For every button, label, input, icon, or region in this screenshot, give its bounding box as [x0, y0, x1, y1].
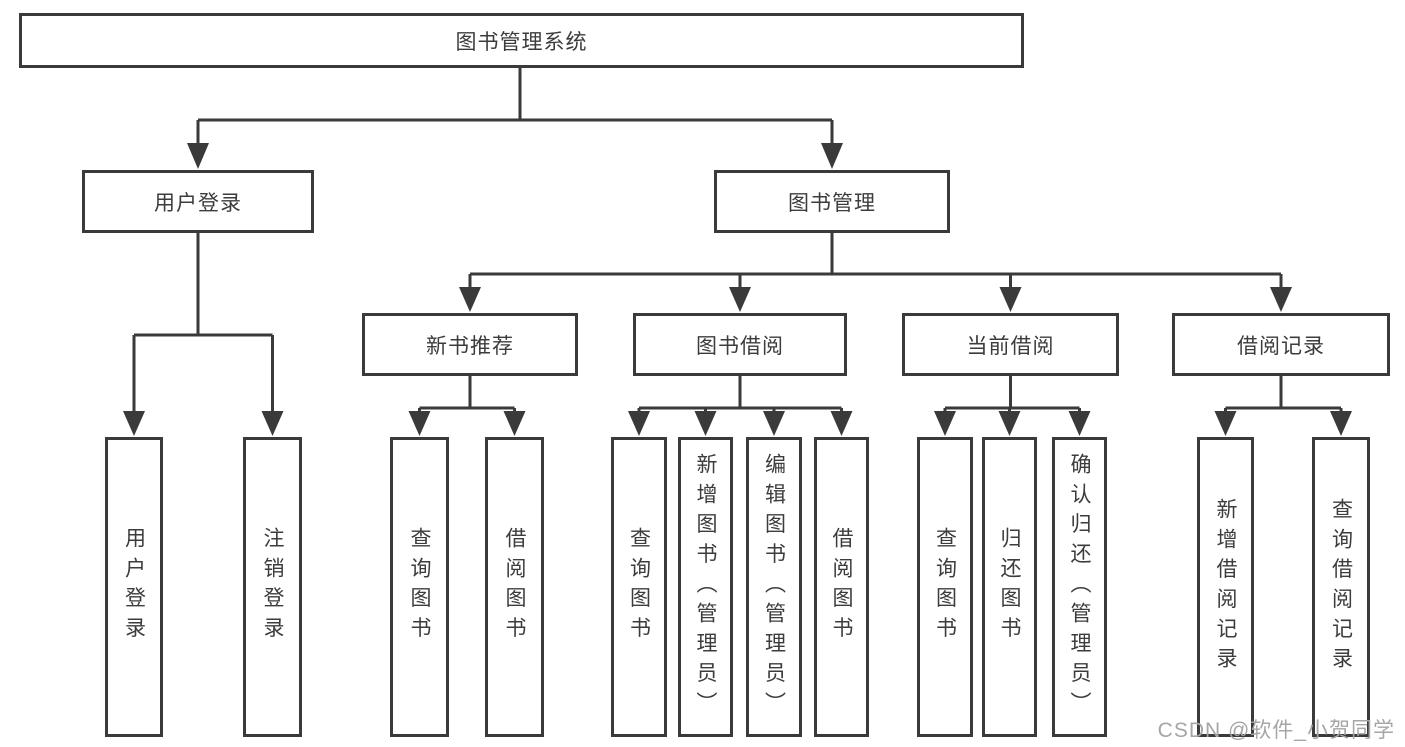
connector-borrow-records-children	[1214, 376, 1352, 436]
leaf-borrow-books-recommend: 借阅图书	[485, 437, 544, 737]
leaf-borrow-books: 借阅图书	[814, 437, 869, 737]
leaf-edit-books-admin: 编辑图书（管理员）	[746, 437, 802, 737]
leaf-query-borrow-record: 查询借阅记录	[1312, 437, 1370, 737]
node-user-login: 用户登录	[82, 170, 314, 233]
node-book-management: 图书管理	[714, 170, 950, 233]
connector-root-to-level2	[187, 68, 843, 169]
connector-book-management-children	[459, 233, 1292, 312]
leaf-return-books: 归还图书	[982, 437, 1037, 737]
leaf-user-login: 用户登录	[105, 437, 163, 737]
leaf-logout: 注销登录	[243, 437, 302, 737]
connector-user-login-children	[123, 233, 284, 436]
leaf-query-books-current: 查询图书	[917, 437, 973, 737]
node-book-borrow: 图书借阅	[633, 313, 847, 376]
node-new-book-recommend: 新书推荐	[362, 313, 578, 376]
leaf-add-books-admin: 新增图书（管理员）	[678, 437, 733, 737]
node-current-borrow: 当前借阅	[902, 313, 1119, 376]
leaf-add-borrow-record: 新增借阅记录	[1197, 437, 1254, 737]
connector-current-borrow-children	[934, 376, 1091, 436]
node-borrow-records: 借阅记录	[1172, 313, 1390, 376]
node-library-management-system: 图书管理系统	[19, 13, 1024, 68]
connector-book-borrow-children	[628, 376, 853, 436]
leaf-query-books-borrow: 查询图书	[611, 437, 667, 737]
leaf-confirm-return-admin: 确认归还（管理员）	[1052, 437, 1107, 737]
connector-new-book-recommend-children	[408, 376, 526, 436]
csdn-watermark: CSDN @软件_小贺同学	[1157, 719, 1395, 742]
leaf-query-books-recommend: 查询图书	[390, 437, 449, 737]
